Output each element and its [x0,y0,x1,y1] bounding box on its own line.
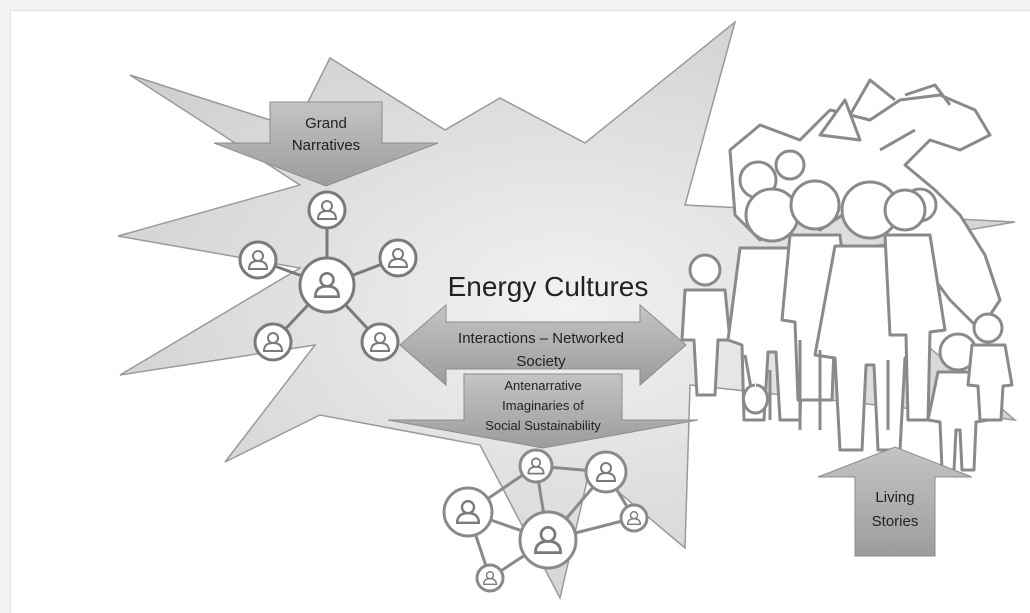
interactions-label-line1: Interactions – Networked [458,330,624,347]
antenarrative-label-line3: Social Sustainability [485,418,601,433]
living-stories-label-line2: Stories [872,513,919,530]
interactions-label-line2: Society [516,353,566,370]
crowd-illustration [680,78,1014,472]
grand-narratives-label-line2: Narratives [292,137,360,154]
living-stories-label-line1: Living [875,489,914,506]
antenarrative-arrow: Antenarrative Imaginaries of Social Sust… [387,373,699,449]
living-stories-arrow: Living Stories [817,446,973,557]
hub-network-icon [238,190,418,362]
diagram-title: Energy Cultures [448,271,649,302]
antenarrative-label-line2: Imaginaries of [502,398,584,413]
antenarrative-label-line1: Antenarrative [504,378,581,393]
grand-narratives-arrow: Grand Narratives [213,101,439,187]
interactions-double-arrow: Interactions – Networked Society [399,303,687,387]
grand-narratives-label-line1: Grand [305,115,347,132]
distributed-network-icon [442,448,649,593]
